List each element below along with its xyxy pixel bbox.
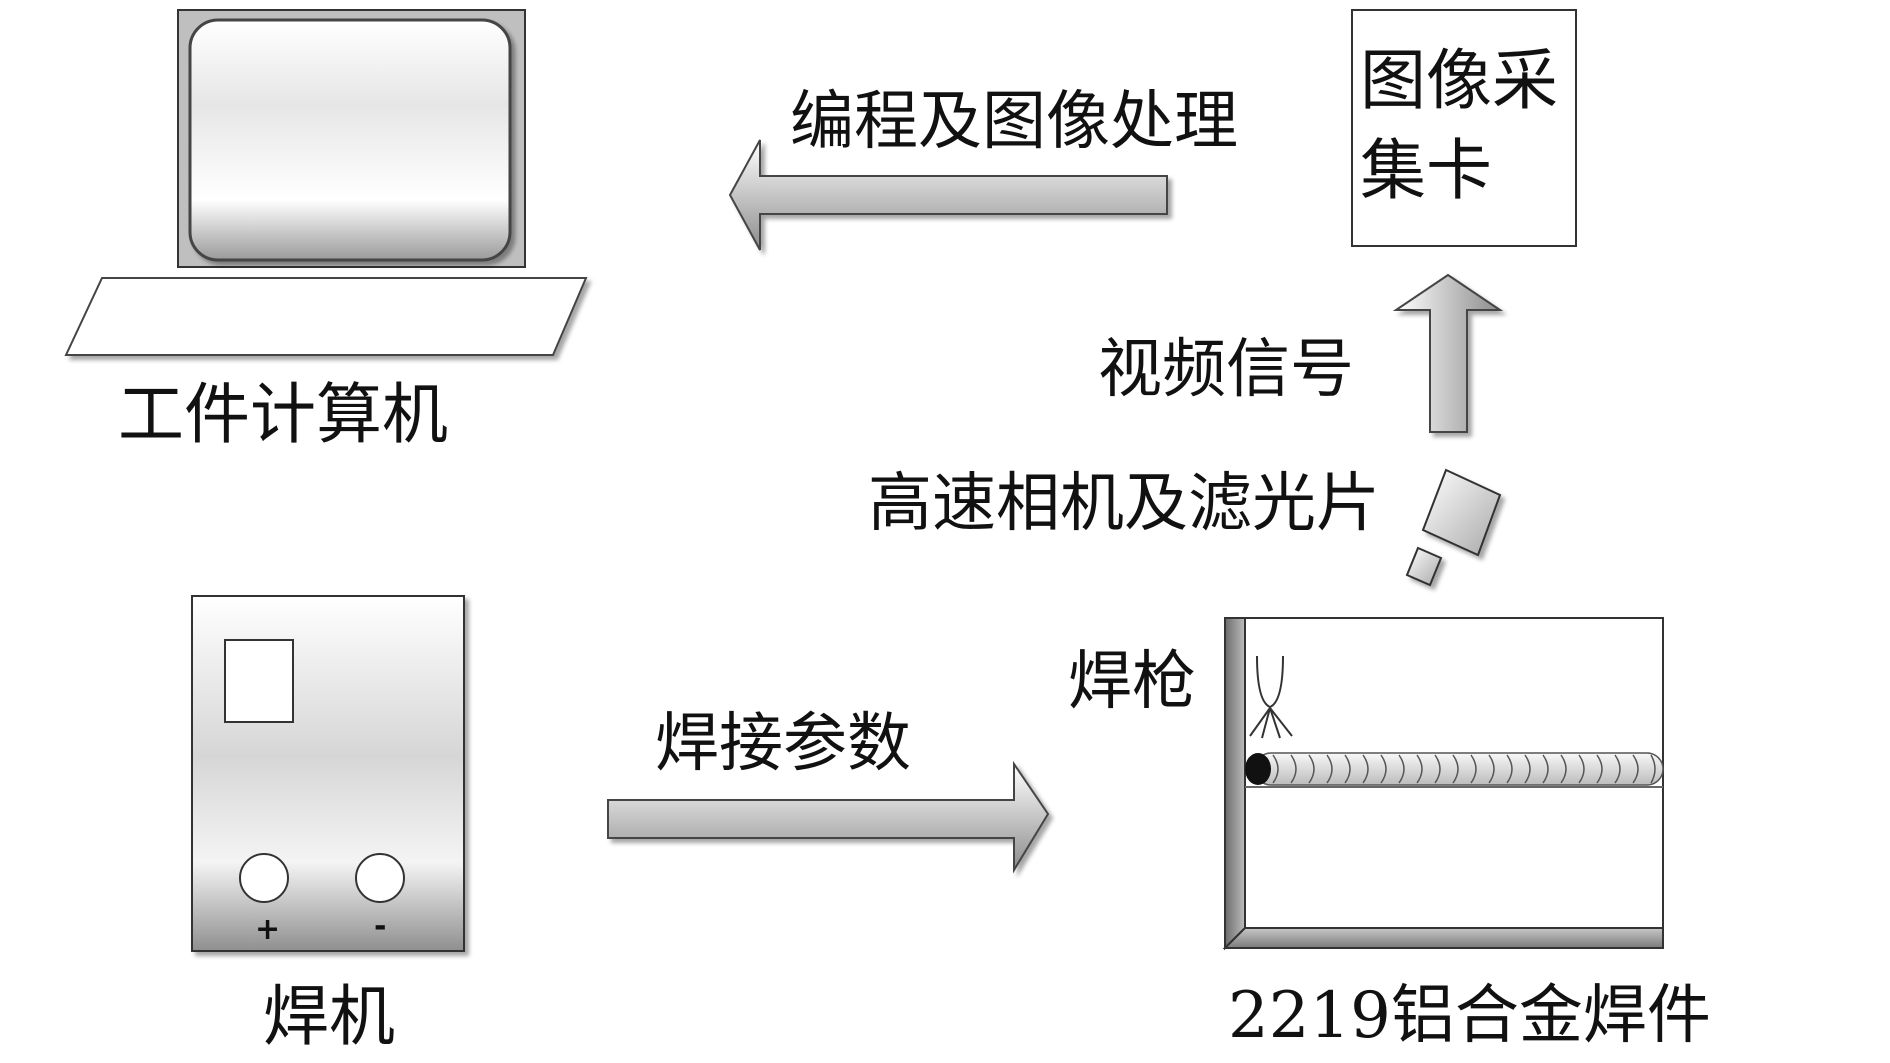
computer-icon	[64, 9, 588, 356]
arrow-left-icon	[728, 139, 1168, 251]
camera-label: 高速相机及滤光片	[868, 467, 1380, 541]
computer-label: 工件计算机	[118, 376, 448, 453]
workpiece-plate-icon	[1222, 617, 1664, 951]
arrow-up-icon	[1392, 273, 1504, 433]
welding-machine-icon	[191, 595, 465, 952]
arrow-right-icon	[607, 760, 1050, 874]
camera-icon	[1405, 468, 1502, 587]
video-signal-label: 视频信号	[1098, 333, 1354, 407]
capture-card-box	[1351, 9, 1577, 247]
welding-torch-icon	[1249, 655, 1293, 739]
capture-card-label-line1: 图像采	[1360, 42, 1558, 119]
workpiece-label: 2219铝合金焊件	[1228, 979, 1711, 1053]
welder-label: 焊机	[263, 978, 395, 1055]
processing-label: 编程及图像处理	[790, 85, 1238, 159]
capture-card-label-line2: 集卡	[1360, 132, 1492, 209]
weld-params-label: 焊接参数	[655, 707, 911, 781]
plus-terminal-label: +	[255, 912, 281, 947]
minus-terminal-label: -	[374, 909, 387, 944]
torch-label: 焊枪	[1068, 645, 1196, 719]
